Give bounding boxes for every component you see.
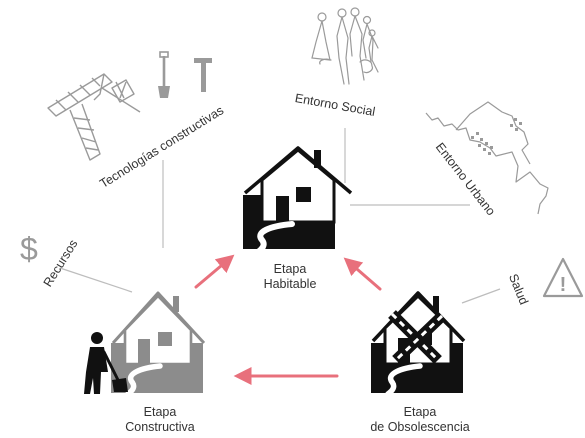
arrow-obsolescence-to-habitable bbox=[343, 257, 382, 291]
constructive-stage-label-line2: Constructiva bbox=[125, 420, 195, 434]
habitable-stage-label-line2: Habitable bbox=[263, 277, 317, 291]
habitable-stage-label: Etapa Habitable bbox=[248, 262, 332, 292]
hammer-icon bbox=[194, 58, 212, 92]
shovel-icon bbox=[158, 51, 170, 98]
svg-text:!: ! bbox=[560, 274, 567, 296]
constructive-house-icon bbox=[84, 291, 206, 397]
warning-icon: ! bbox=[542, 257, 584, 298]
dollar-icon: $ bbox=[20, 231, 38, 267]
connector-resources bbox=[59, 267, 133, 293]
connector-lines bbox=[59, 128, 501, 304]
obsolescence-house-icon bbox=[371, 291, 466, 397]
people-sketch-icon bbox=[311, 7, 379, 85]
constructive-stage-label: Etapa Constructiva bbox=[110, 405, 210, 435]
worker-icon bbox=[84, 332, 128, 394]
transition-arrows bbox=[194, 254, 382, 385]
habitable-house-icon bbox=[243, 146, 353, 255]
constructive-stage-label-line1: Etapa bbox=[143, 405, 177, 419]
arrow-constructive-to-habitable bbox=[194, 254, 235, 289]
obsolescence-stage-label-line1: Etapa bbox=[403, 405, 437, 419]
demolition-cross-icon bbox=[388, 310, 446, 364]
connector-health bbox=[461, 288, 501, 304]
obsolescence-stage-label: Etapa de Obsolescencia bbox=[358, 405, 482, 435]
habitable-stage-label-line1: Etapa bbox=[273, 262, 307, 276]
crane-icon bbox=[47, 73, 141, 161]
obsolescence-stage-label-line2: de Obsolescencia bbox=[370, 420, 470, 434]
urban-skyline-icon bbox=[425, 101, 549, 215]
